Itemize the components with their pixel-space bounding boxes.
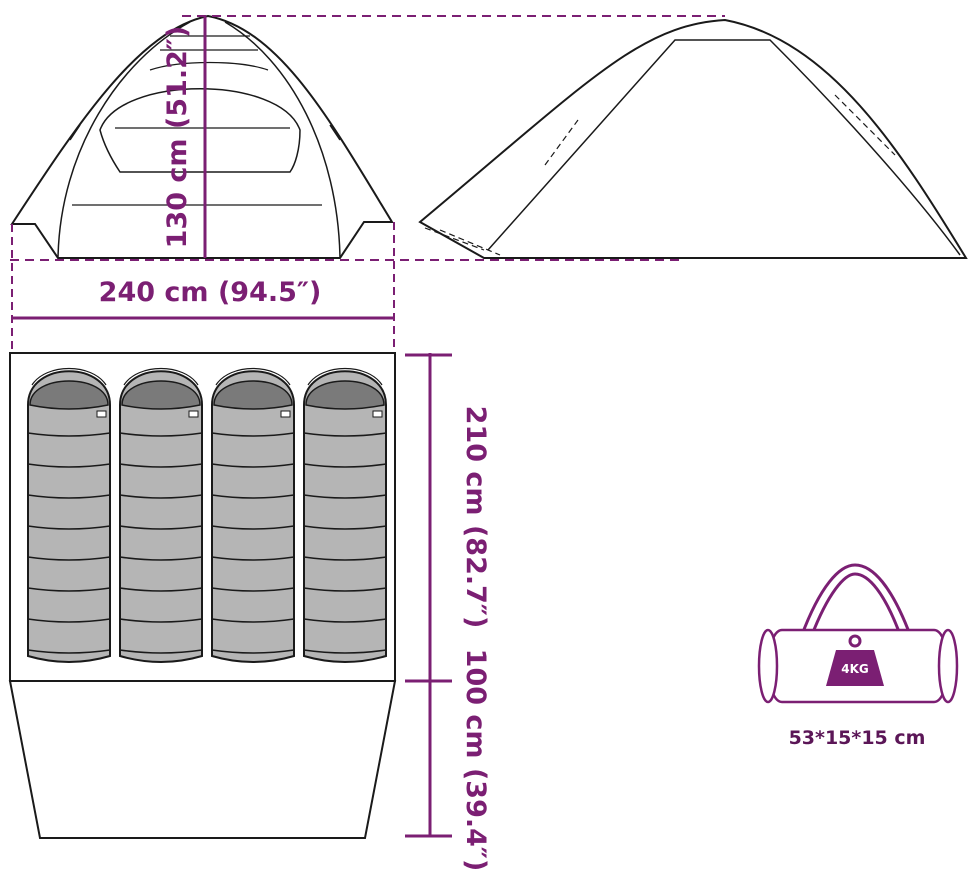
- tent-front-guy: [329, 124, 341, 141]
- sleeping-bag: [27, 367, 111, 663]
- dimension-lines: [10, 15, 725, 838]
- sleeping-bag: [211, 367, 295, 663]
- tent-side-inner: [487, 39, 961, 256]
- tent-side-rainfly-dashed: [424, 94, 896, 256]
- tent-side-view: [418, 18, 968, 259]
- tent-front-inner-frame: [57, 21, 341, 259]
- carry-bag-handle-inner: [808, 572, 904, 641]
- sleeping-bag: [119, 367, 203, 663]
- width-label: 240 cm (94.5″): [99, 277, 322, 308]
- carry-bag-handle: [798, 563, 914, 641]
- vestibule-label: 100 cm (39.4″): [460, 649, 491, 872]
- weight-label: 4KG: [841, 662, 869, 676]
- tent-front-seam: [149, 61, 269, 71]
- carry-bag: 4KG 53*15*15 cm: [757, 563, 959, 749]
- sleeping-bag: [303, 367, 387, 663]
- sleeping-bags-group: [27, 367, 387, 663]
- weight-icon: [826, 634, 884, 686]
- tent-front-window: [99, 88, 301, 173]
- tent-side-outline: [418, 18, 968, 259]
- carry-bag-end-left: [757, 628, 779, 704]
- bag-size-label: 53*15*15 cm: [789, 727, 926, 749]
- height-label: 130 cm (51.2″): [162, 26, 193, 249]
- tent-front-view: [10, 14, 394, 259]
- carry-bag-end-right: [937, 628, 959, 704]
- tent-front-outline: [10, 14, 394, 259]
- vestibule-floor: [8, 680, 397, 839]
- tent-front-guy: [69, 124, 81, 141]
- inner-length-label: 210 cm (82.7″): [460, 406, 491, 629]
